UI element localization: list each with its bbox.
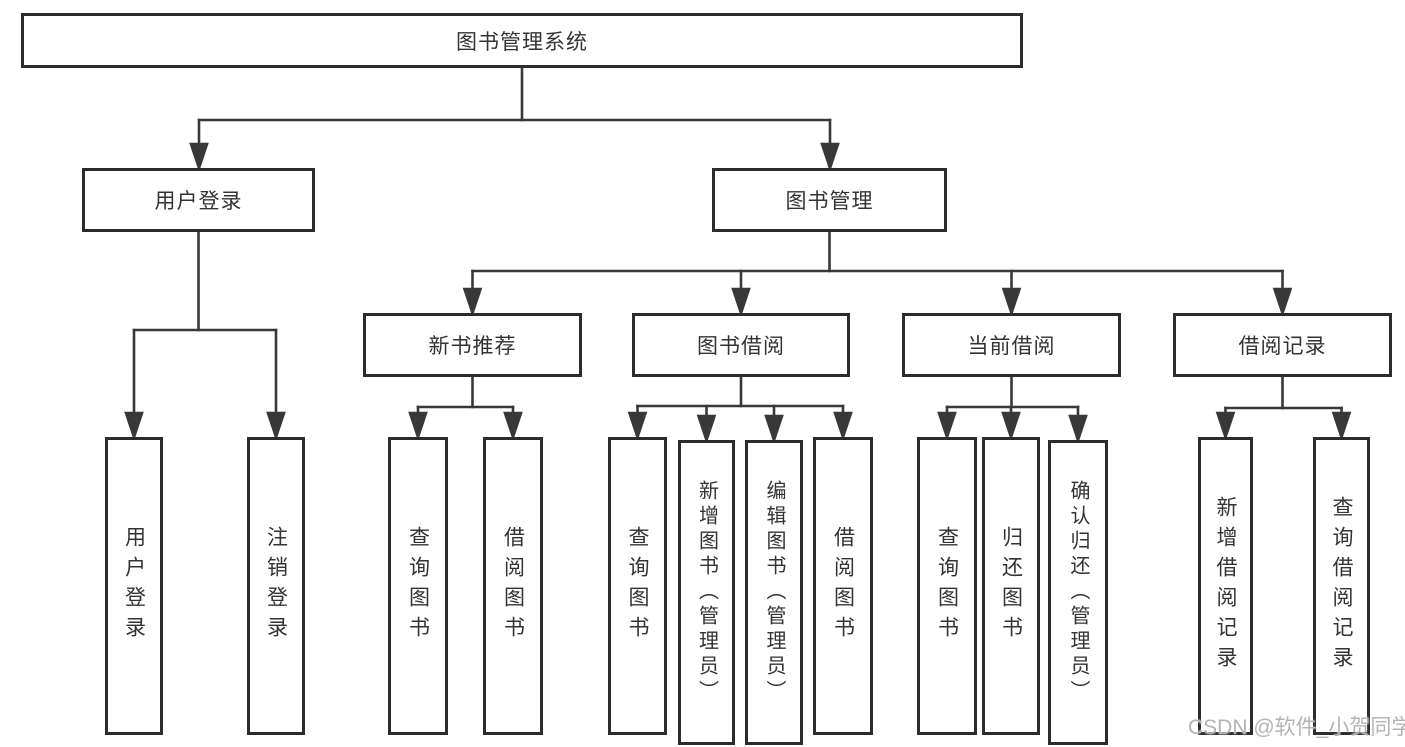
node-leaf-return-books: 归还图书	[982, 437, 1040, 735]
edges-from-new-book-rec	[408, 375, 523, 442]
edges-from-book-borrow	[627, 375, 853, 445]
node-leaf-edit-books-admin: 编辑图书（管理员）	[745, 440, 803, 745]
node-leaf-query-books: 查询图书	[388, 437, 448, 735]
node-leaf-user-login: 用户登录	[105, 437, 163, 735]
edges-from-user-login	[124, 230, 286, 442]
node-current-borrowing: 当前借阅	[902, 313, 1121, 377]
node-book-borrowing: 图书借阅	[632, 313, 850, 377]
node-system-root: 图书管理系统	[21, 13, 1023, 68]
edges-from-borrow-records	[1215, 375, 1352, 442]
node-leaf-borrow-books: 借阅图书	[813, 437, 873, 735]
node-leaf-add-books-admin: 新增图书（管理员）	[678, 440, 735, 745]
csdn-watermark: CSDN @软件_小贺同学	[1188, 716, 1405, 739]
edges-from-book-mgmt	[462, 230, 1293, 318]
edges-from-current-borrow	[937, 375, 1088, 445]
node-borrowing-records: 借阅记录	[1173, 313, 1392, 377]
edges-from-root	[189, 66, 840, 173]
node-book-management: 图书管理	[712, 168, 947, 232]
node-leaf-confirm-return-admin: 确认归还（管理员）	[1048, 440, 1108, 745]
node-user-login: 用户登录	[82, 168, 315, 232]
node-leaf-query-books: 查询图书	[608, 437, 667, 735]
node-leaf-borrow-books: 借阅图书	[483, 437, 543, 735]
node-leaf-add-borrow-record: 新增借阅记录	[1198, 437, 1253, 735]
node-new-book-recommend: 新书推荐	[363, 313, 582, 377]
node-leaf-logout: 注销登录	[247, 437, 305, 735]
node-leaf-query-borrow-record: 查询借阅记录	[1313, 437, 1370, 735]
node-leaf-query-books: 查询图书	[917, 437, 977, 735]
